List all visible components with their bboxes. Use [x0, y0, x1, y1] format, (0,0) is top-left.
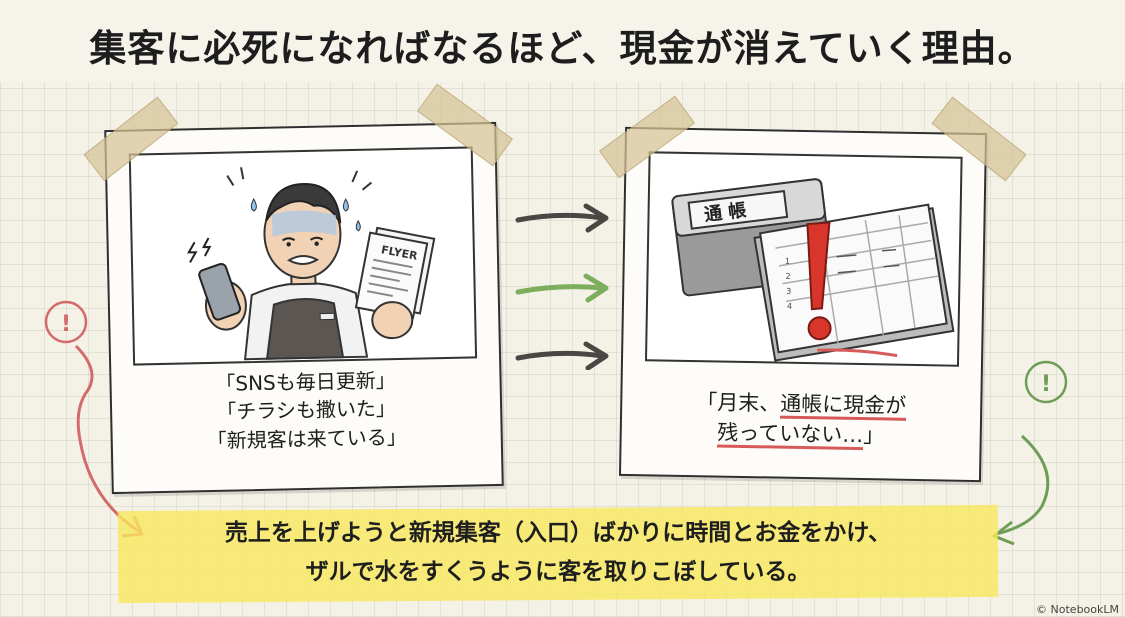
flow-arrows: [515, 203, 609, 370]
shop-owner-drawing: FLYER: [187, 167, 436, 361]
ledger-row-1: 1: [785, 257, 790, 266]
credit-watermark: © NotebookLM: [1036, 603, 1119, 616]
right-polaroid-card: 通 帳 1 2 3 4 「月末、通帳に現金が 残っていない…」: [618, 126, 988, 483]
hair: [265, 182, 342, 224]
ledger-row-4: 4: [787, 302, 792, 311]
summary-line-2: ザルで水をすくうように客を取りこぼしている。: [305, 558, 811, 585]
open-passbook: [753, 203, 955, 362]
right-arrow-icon: [515, 203, 609, 233]
title-band: [0, 0, 1125, 82]
ledger-row-3: 3: [786, 287, 791, 296]
ledger-row-2: 2: [785, 272, 790, 281]
left-warning-icon: !: [44, 300, 88, 344]
left-caption: 「SNSも毎日更新」 「チラシも撒いた」 「新規客は来ている」: [111, 364, 501, 457]
passbook-drawing: 通 帳 1 2 3 4: [671, 178, 955, 362]
svg-text:!: !: [1041, 372, 1051, 397]
apron: [265, 298, 345, 360]
curved-arrow-icon: [992, 434, 1050, 546]
smartphone: [198, 262, 242, 321]
right-arrow-icon: [515, 341, 609, 370]
right-warning-icon: !: [1024, 360, 1068, 404]
passbook-label: 通 帳: [703, 199, 748, 226]
left-polaroid-card: FLYER 「SNSも毎日更新」 「チラシも撒いた」 「新規客は来ている」: [104, 121, 504, 495]
vibration-marks: [187, 237, 212, 263]
page-title: 集客に必死になればなるほど、現金が消えていく理由。: [89, 27, 1036, 70]
red-exclamation-icon: [806, 221, 831, 311]
name-tag: [319, 312, 335, 321]
right-caption: 「月末、通帳に現金が 残っていない…」: [621, 387, 980, 453]
flyer-stack: FLYER: [354, 226, 436, 320]
stressed-shop-owner-illustration: FLYER: [128, 146, 478, 366]
empty-passbook-illustration: 通 帳 1 2 3 4: [644, 151, 963, 367]
summary-banner: 売上を上げようと新規集客（入口）ばかりに時間とお金をかけ、 ザルで水をすくうよう…: [118, 514, 998, 591]
grimace: [286, 255, 320, 266]
right-arrow-icon: [515, 273, 609, 303]
worried-blue-forehead: [272, 210, 337, 237]
summary-line-1: 売上を上げようと新規集客（入口）ばかりに時間とお金をかけ、: [224, 520, 892, 546]
caption-line-no-cash: 残っていない…」: [717, 420, 885, 448]
svg-text:!: !: [61, 312, 71, 337]
